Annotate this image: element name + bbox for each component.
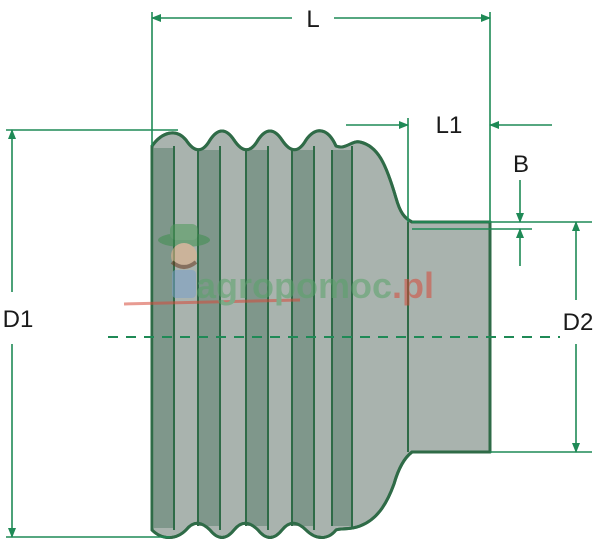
label-D2: D2 [563,309,594,336]
label-L: L [306,6,319,33]
label-D1: D1 [3,306,34,333]
watermark-suffix: .pl [392,265,434,306]
watermark-swoosh [123,298,301,306]
dimension-L [151,12,491,222]
dimension-D2 [490,221,592,453]
label-B: B [513,151,529,178]
dimension-B [412,180,592,266]
dimension-D1 [6,129,178,538]
farmer-mascot-icon [158,224,210,298]
watermark-main: agropomoc [196,265,392,306]
dimension-L1 [346,118,552,222]
watermark-text: agropomoc.pl [196,265,434,306]
part-body [150,129,492,539]
watermark: agropomoc.pl [123,224,434,306]
rib-band-4 [292,150,314,526]
label-L1: L1 [436,112,463,139]
